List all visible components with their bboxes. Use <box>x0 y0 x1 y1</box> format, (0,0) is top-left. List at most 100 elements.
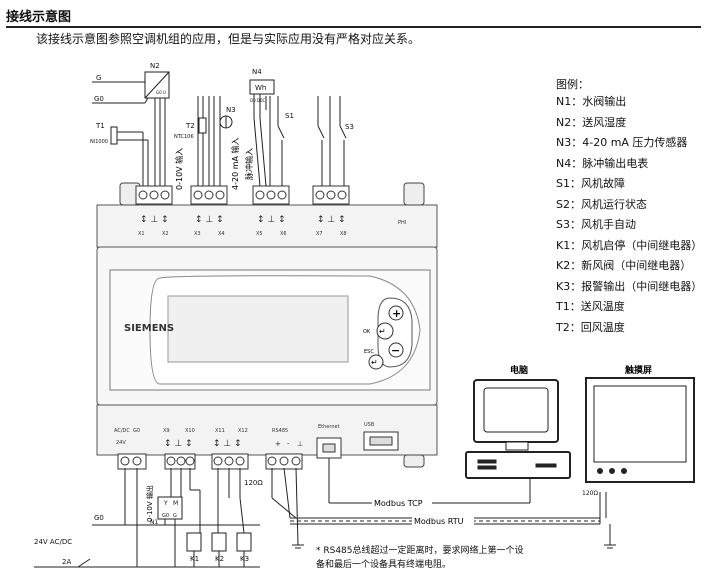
label-24v: 24V <box>116 440 126 446</box>
legend-item-k1: K1：风机启停（中间继电器） <box>556 238 703 252</box>
plus-button[interactable] <box>388 305 404 321</box>
page-title: 接线示意图 <box>6 10 72 25</box>
label-touchscreen: 触摸屏 <box>624 364 652 376</box>
x9-x10-symbols: ↕ ⊥ ↕ <box>164 439 193 449</box>
terminal-x3-label: X3 <box>194 231 201 237</box>
label-g0-term: G0 <box>133 428 140 434</box>
label-n2-pins: G0 U <box>156 90 166 95</box>
enter-icon: ↵ <box>379 327 386 336</box>
terminal-x12-label: X12 <box>238 428 248 434</box>
valve-g0-label: G0 <box>162 513 169 519</box>
controller-housing <box>96 182 438 468</box>
legend-item-s3: S3：风机手自动 <box>556 218 636 231</box>
label-24v-supply: 24V AC/DC <box>34 538 72 546</box>
top-wiring <box>92 71 347 187</box>
page-subtitle: 该接线示意图参照空调机组的应用，但是与实际应用没有严格对应关系。 <box>36 32 421 46</box>
ok-button[interactable] <box>376 322 394 340</box>
footnote-line-2: 备和最后一个设备具有终端电阻。 <box>316 560 452 570</box>
legend-item-n1: N1：水阀输出 <box>556 95 627 108</box>
ok-label: OK <box>363 329 371 335</box>
top-terminal-screws <box>138 190 347 200</box>
back-icon: ↵ <box>371 358 378 367</box>
label-k1: K1 <box>190 555 199 563</box>
label-g0-bottom: G0 <box>94 514 104 522</box>
minus-button-label: − <box>391 344 400 357</box>
label-4-20ma-input: 4-20 mA 输入 <box>230 137 240 190</box>
terminal-x9-label: X9 <box>163 428 170 434</box>
minus-button[interactable] <box>388 342 404 358</box>
legend-item-k2: K2：新风阀（中间继电器） <box>556 259 692 272</box>
terminal-phi-label: PHI <box>398 220 406 226</box>
legend-item-n4: N4：脉冲输出电表 <box>556 156 649 170</box>
modbus-rtu-label-bg <box>412 515 474 527</box>
bottom-wiring <box>34 458 616 568</box>
ethernet-jack-icon <box>322 443 336 453</box>
label-t1: T1 <box>95 122 105 130</box>
top-terminal-symbols: ↕ ⊥ ↕ ↕ ⊥ ↕ ↕ ⊥ ↕ ↕ ⊥ ↕ <box>140 215 346 225</box>
label-s1: S1 <box>285 112 294 120</box>
plus-button-label: + <box>392 307 401 320</box>
label-ni1000: NI1000 <box>90 139 108 145</box>
label-pulse-input: 脉冲输入 <box>244 148 254 180</box>
footnote-line-1: * RS485总线超过一定距离时，要求网络上第一个设 <box>316 546 524 556</box>
label-usb: USB <box>364 422 375 428</box>
label-computer: 电脑 <box>510 364 528 376</box>
valve-g-label: G <box>173 513 177 519</box>
label-ntc10k: NTC10K <box>174 134 194 140</box>
label-ethernet: Ethernet <box>318 424 340 430</box>
valve-m-label: M <box>173 500 178 507</box>
label-wh: Wh <box>255 84 266 92</box>
terminal-x6-label: X6 <box>280 231 287 237</box>
label-k3: K3 <box>240 555 249 563</box>
legend-item-n2: N2：送风湿度 <box>556 115 627 129</box>
label-n1: N1 <box>150 519 158 526</box>
label-s3: S3 <box>345 123 354 131</box>
label-120-ohm-controller: 120Ω <box>244 479 263 487</box>
label-g-top: G <box>96 74 101 82</box>
legend-item-t1: T1：送风温度 <box>556 300 625 313</box>
label-0-10v-input: 0-10V 输入 <box>174 148 184 190</box>
legend-item-n3: N3：4-20 mA 压力传感器 <box>556 136 688 149</box>
terminal-x1-label: X1 <box>138 231 145 237</box>
label-g0-top: G0 <box>94 95 104 103</box>
esc-button[interactable] <box>368 354 384 370</box>
label-n4-pins: D0 D0C <box>250 98 266 103</box>
terminal-x8-label: X8 <box>340 231 347 237</box>
terminal-x2-label: X2 <box>162 231 169 237</box>
svg-text:↕ ⊥ ↕: ↕ ⊥ ↕ <box>257 215 286 225</box>
touchscreen-icon <box>585 377 695 483</box>
label-modbus-rtu: Modbus RTU <box>414 517 464 526</box>
rs485-ground: ⊥ <box>297 440 303 448</box>
x11-x12-symbols: ↕ ⊥ ↕ <box>213 439 242 449</box>
label-n4: N4 <box>252 68 262 76</box>
label-n2: N2 <box>150 62 160 70</box>
legend: N1：水阀输出 N2：送风湿度 N3：4-20 mA 压力传感器 N4：脉冲输出… <box>556 92 706 338</box>
terminal-x10-label: X10 <box>185 428 195 434</box>
label-120-ohm-touchscreen: 120Ω <box>582 490 598 497</box>
label-k2: K2 <box>215 555 224 563</box>
svg-text:↕ ⊥ ↕: ↕ ⊥ ↕ <box>140 215 169 225</box>
label-modbus-tcp: Modbus TCP <box>374 499 423 508</box>
footnote: * RS485总线超过一定距离时，要求网络上第一个设 备和最后一个设备具有终端电… <box>316 544 524 572</box>
keypad: + − ↵ OK ↵ ESC <box>363 297 413 370</box>
svg-text:↕ ⊥ ↕: ↕ ⊥ ↕ <box>195 215 224 225</box>
rs485-plus: + <box>275 440 281 448</box>
usb-jack-icon <box>369 436 393 446</box>
label-fuse-2a: 2A <box>62 558 71 566</box>
modbus-tcp-label-bg <box>372 497 432 509</box>
legend-item-s1: S1：风机故障 <box>556 177 625 190</box>
title-rule <box>6 26 701 28</box>
label-rs485: RS485 <box>272 428 288 434</box>
esc-label: ESC <box>364 349 374 355</box>
terminal-x5-label: X5 <box>256 231 263 237</box>
computer-icon <box>465 379 571 479</box>
legend-item-t2: T2：回风温度 <box>556 320 625 334</box>
label-0-10v-output: 0-10V 输出 <box>145 485 154 522</box>
svg-text:↕ ⊥ ↕: ↕ ⊥ ↕ <box>317 215 346 225</box>
terminal-x7-label: X7 <box>316 231 323 237</box>
label-acdc: AC/DC <box>114 428 130 434</box>
terminal-x4-label: X4 <box>218 231 225 237</box>
rs485-minus: - <box>287 440 290 448</box>
legend-title: 图例： <box>556 78 589 91</box>
